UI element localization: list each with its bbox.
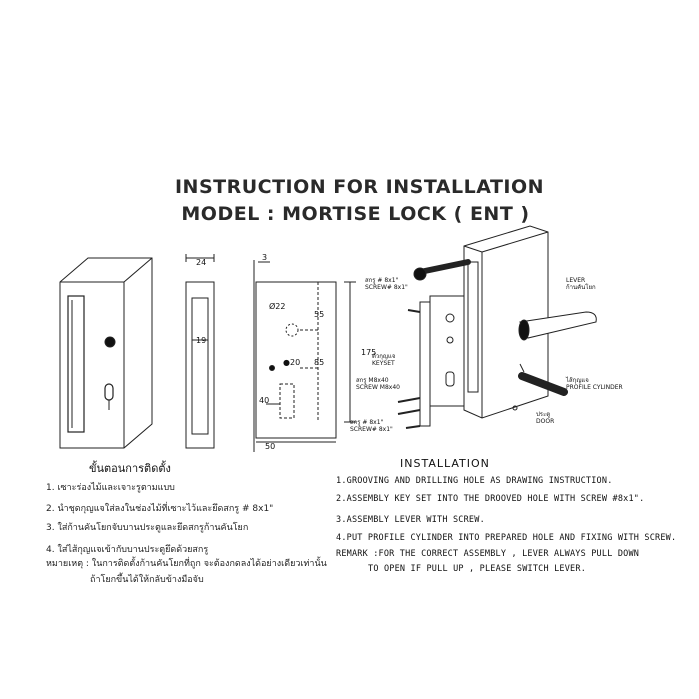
edge-view-drawing bbox=[185, 254, 215, 449]
face-view-drawing bbox=[253, 260, 356, 452]
thai-step-3: 3. ใส่ก้านคันโยกจับบานประตูและยึดสกรูก้า… bbox=[46, 523, 249, 533]
document-title: INSTRUCTION FOR INSTALLATION bbox=[174, 176, 545, 198]
thai-step-1: 1. เซาะร่องไม้และเจาะรูตามแบบ bbox=[46, 483, 175, 493]
thai-note-line2: ถ้าโยกขึ้นได้ให้กลับข้างมือจับ bbox=[90, 575, 204, 585]
installation-remark-line1: REMARK :FOR THE CORRECT ASSEMBLY , LEVER… bbox=[336, 549, 640, 559]
installation-step-3: 3.ASSEMBLY LEVER WITH SCREW. bbox=[336, 515, 485, 525]
dimension-85: 85 bbox=[314, 358, 325, 367]
thai-step-4: 4. ใส่ไส้กุญแจเข้ากับบานประตูยึดด้วยสกรู bbox=[46, 545, 209, 555]
dimension-20: ●20 bbox=[283, 358, 301, 367]
dimension-55: 55 bbox=[314, 310, 325, 319]
installation-step-2: 2.ASSEMBLY KEY SET INTO THE DROOVED HOLE… bbox=[336, 494, 645, 504]
dimension-175: 175 bbox=[361, 348, 377, 357]
label-screw-top: สกรู # 8x1"SCREW# 8x1" bbox=[365, 277, 408, 291]
model-title: MODEL : MORTISE LOCK ( ENT ) bbox=[181, 203, 530, 225]
installation-step-4: 4.PUT PROFILE CYLINDER INTO PREPARED HOL… bbox=[336, 533, 677, 543]
label-screw-bottom: สกรู # 8x1"SCREW# 8x1" bbox=[350, 419, 393, 433]
dimension-50: 50 bbox=[265, 442, 276, 451]
dimension-3: 3 bbox=[262, 253, 268, 262]
dimension-19: 19 bbox=[196, 336, 207, 345]
thai-steps-heading: ขั้นตอนการติดตั้ง bbox=[89, 462, 171, 475]
dimension-22: Ø22 bbox=[269, 302, 286, 311]
thai-note-line1: หมายเหตุ : ในการติดตั้งก้านคันโยกที่ถูก … bbox=[46, 559, 327, 569]
thai-step-2: 2. นำชุดกุญแจใส่ลงในช่องไม้ที่เซาะไว้และ… bbox=[46, 504, 274, 514]
installation-step-1: 1.GROOVING AND DRILLING HOLE AS DRAWING … bbox=[336, 476, 613, 486]
installation-remark-line2: TO OPEN IF PULL UP , PLEASE SWITCH LEVER… bbox=[368, 564, 587, 574]
door-block-drawing bbox=[59, 257, 153, 449]
exploded-assembly-drawing bbox=[397, 225, 597, 429]
installation-heading: INSTALLATION bbox=[400, 457, 490, 470]
label-door: ประตูDOOR bbox=[536, 411, 555, 425]
dimension-40: 40 bbox=[259, 396, 270, 405]
dimension-24: 24 bbox=[196, 258, 207, 267]
